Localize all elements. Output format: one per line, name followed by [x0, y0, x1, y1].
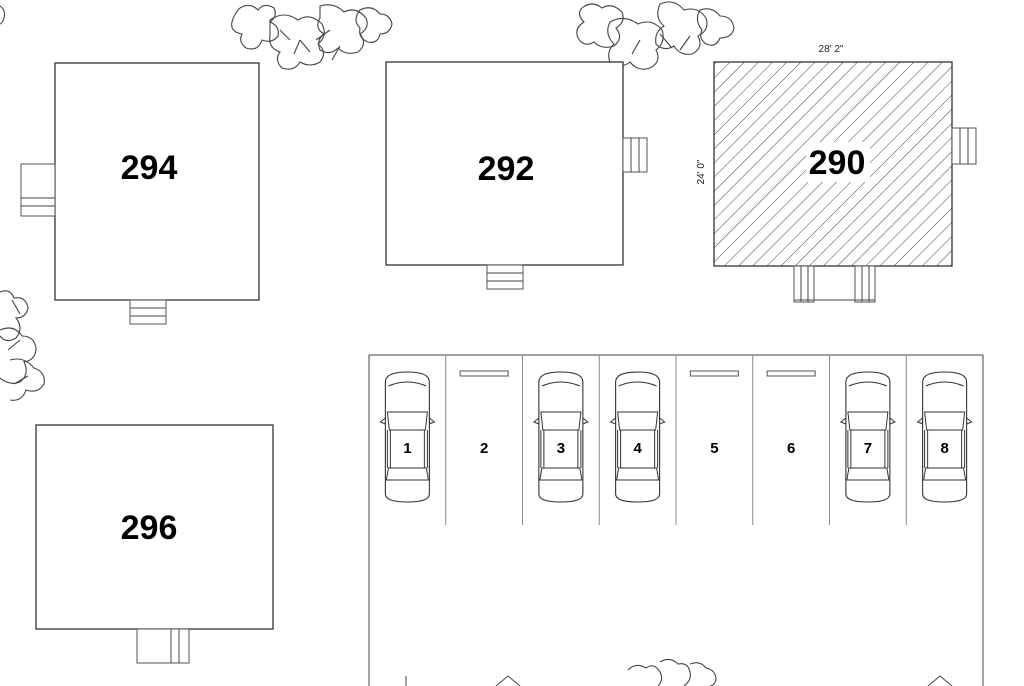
- porch-step: [486, 264, 524, 290]
- porch-step: [951, 127, 977, 165]
- wheel-stop: [689, 370, 739, 377]
- tree-icon: [627, 658, 717, 686]
- building-label: 290: [809, 144, 866, 182]
- building-label: 292: [478, 150, 535, 188]
- stall-number: 5: [710, 440, 718, 457]
- porch-step: [622, 137, 648, 173]
- building-290[interactable]: 290 28' 2" 24' 0": [696, 44, 977, 303]
- porch-step: [136, 628, 190, 664]
- stall-number: 1: [403, 440, 411, 457]
- stall-number: 7: [864, 440, 872, 457]
- parking-stall-5[interactable]: 5: [689, 370, 739, 457]
- car-icon: [917, 371, 973, 503]
- parking-stall-3[interactable]: 3: [533, 371, 589, 503]
- wheel-stop: [459, 370, 509, 377]
- parking-stall-7[interactable]: 7: [840, 371, 896, 503]
- tree-icon: [231, 4, 393, 70]
- building-292[interactable]: 292: [385, 61, 648, 290]
- tree-icon: [576, 1, 735, 70]
- porch-step: [129, 299, 167, 325]
- car-icon: [610, 371, 666, 503]
- parking-stall-2[interactable]: 2: [459, 370, 509, 457]
- car-icon: [533, 371, 589, 503]
- porch-step: [793, 265, 815, 303]
- stall-number: 3: [557, 440, 565, 457]
- building-296[interactable]: 296: [35, 424, 274, 664]
- car-icon: [840, 371, 896, 503]
- car-icon: [379, 371, 435, 503]
- stall-number: 2: [480, 440, 488, 457]
- building-label: 296: [121, 509, 178, 547]
- depth-dimension: 24' 0": [696, 159, 707, 184]
- building-label: 294: [121, 149, 178, 187]
- parking-stall-1[interactable]: 1: [379, 371, 435, 503]
- tree-icon: [0, 290, 45, 401]
- stall-number: 4: [633, 440, 642, 457]
- stall-number: 8: [940, 440, 948, 457]
- width-dimension: 28' 2": [819, 44, 844, 55]
- porch-step: [854, 265, 876, 303]
- parking-stall-8[interactable]: 8: [917, 371, 973, 503]
- parking-stall-6[interactable]: 6: [766, 370, 816, 457]
- parking-stall-4[interactable]: 4: [610, 371, 666, 503]
- porch-step: [20, 163, 56, 217]
- building-294[interactable]: 294: [20, 62, 260, 325]
- wheel-stop: [766, 370, 816, 377]
- parking-lot: 1 2 3 4 5 6 7 8: [368, 354, 984, 686]
- stall-number: 6: [787, 440, 795, 457]
- tree-icon: [0, 5, 6, 25]
